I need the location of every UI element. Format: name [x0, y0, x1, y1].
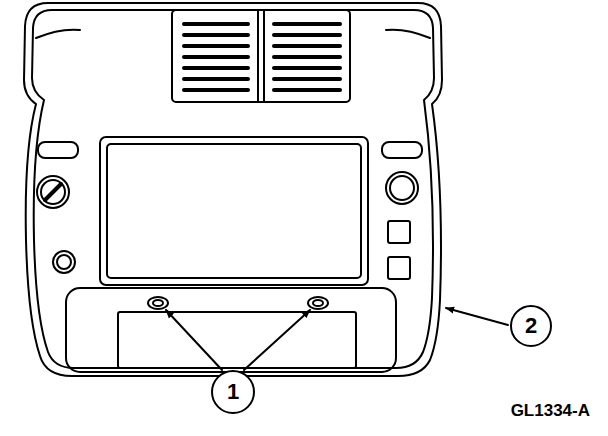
screen-frame	[100, 137, 368, 285]
screw	[148, 297, 168, 309]
compartment	[66, 288, 396, 372]
knob-slot	[45, 184, 61, 200]
knob	[41, 180, 65, 204]
screen	[107, 144, 361, 278]
knob	[390, 176, 414, 200]
leader-line	[166, 310, 222, 370]
tray	[118, 312, 356, 368]
leader-line	[244, 310, 310, 370]
callout-circle: 1	[211, 370, 255, 414]
square-button	[388, 257, 410, 279]
button	[382, 142, 422, 158]
figure-code: GL1334-A	[511, 402, 590, 419]
vent-divider	[257, 10, 259, 102]
vent-slats	[184, 24, 340, 90]
knob	[53, 251, 75, 273]
knob	[37, 176, 69, 208]
screw	[153, 300, 163, 306]
knob	[386, 172, 418, 204]
vent-divider	[263, 10, 265, 102]
square-button	[388, 221, 410, 243]
screw	[308, 297, 328, 309]
button	[38, 142, 78, 158]
bezel-outline	[24, 3, 442, 376]
vent-frame	[172, 10, 350, 102]
corner-ledge	[36, 30, 80, 38]
knob	[57, 255, 71, 269]
leader-line	[446, 308, 508, 325]
corner-ledge	[386, 30, 430, 38]
bezel-inner-edge	[32, 10, 434, 368]
callout-number: 2	[525, 315, 537, 337]
screw	[313, 300, 323, 306]
callout-number: 1	[227, 381, 239, 403]
callout-circle: 2	[510, 305, 552, 347]
